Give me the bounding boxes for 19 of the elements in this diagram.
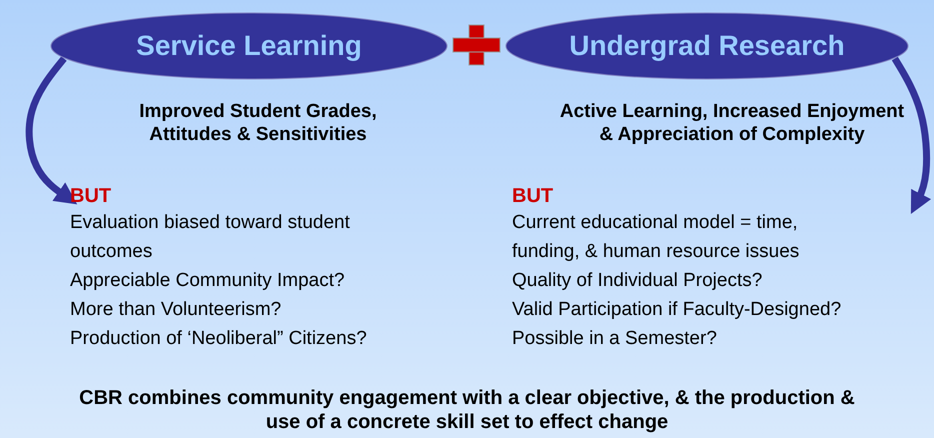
node-title: Service Learning bbox=[136, 30, 362, 62]
benefits-text: Active Learning, Increased Enjoyment & Appreciation of Complexity bbox=[558, 100, 906, 146]
list-item: Quality of Individual Projects? bbox=[512, 269, 764, 293]
list-item: Possible in a Semester? bbox=[512, 327, 718, 351]
list-item: Production of ‘Neoliberal” Citizens? bbox=[70, 327, 368, 351]
node-title: Undergrad Research bbox=[569, 30, 845, 62]
list-item: More than Volunteerism? bbox=[70, 298, 282, 322]
curved-arrow bbox=[26, 56, 78, 204]
conclusion-text: CBR combines community engagement with a clear objective, & the production & use of a concrete skill set to effect change bbox=[78, 386, 856, 435]
list-item: Current educational model = time, funding, & human resource issues bbox=[512, 211, 800, 264]
list-item: Valid Participation if Faculty-Designed? bbox=[512, 298, 842, 322]
heading: BUT bbox=[70, 184, 112, 208]
curved-arrow bbox=[892, 56, 932, 214]
ellipse-node bbox=[505, 12, 909, 80]
list-item: Evaluation biased toward student outcomes bbox=[70, 211, 351, 264]
benefits-text: Improved Student Grades, Attitudes & Sensitivities bbox=[138, 100, 378, 146]
ellipse-node bbox=[50, 12, 448, 80]
heading: BUT bbox=[512, 184, 554, 208]
list-item: Appreciable Community Impact? bbox=[70, 269, 346, 293]
